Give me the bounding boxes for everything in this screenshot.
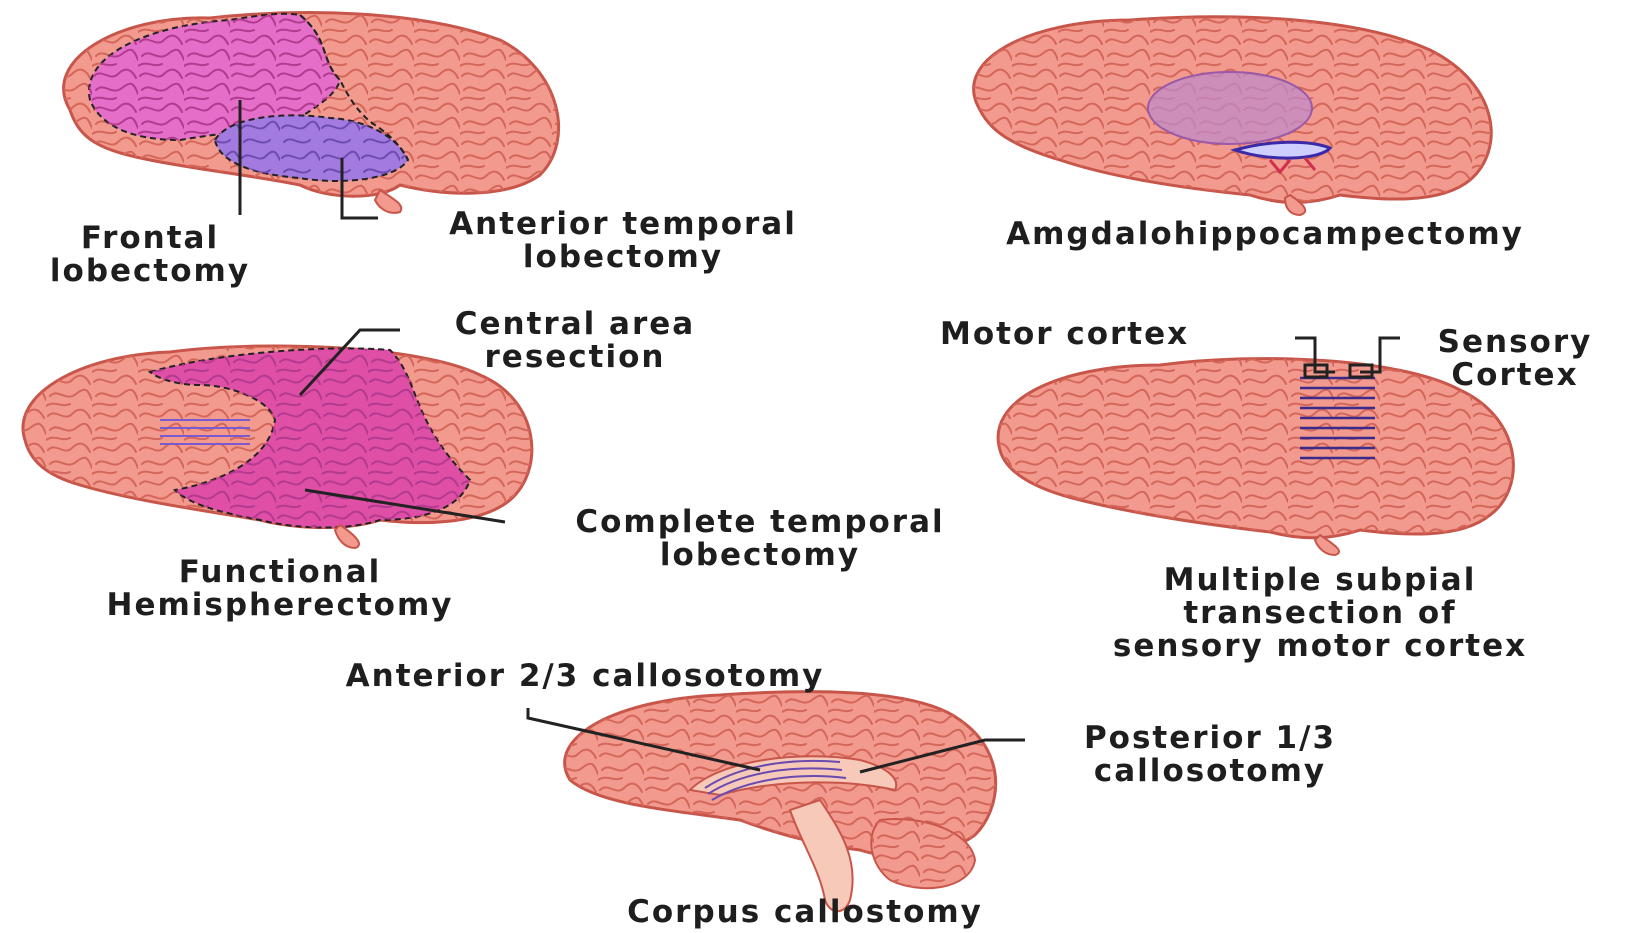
label-multiple-subpial-transection: Multiple subpial transection of sensory … (1020, 564, 1620, 663)
label-motor-cortex: Motor cortex (940, 318, 1280, 351)
label-amygdalohippocampectomy: Amgdalohippocampectomy (895, 218, 1635, 251)
label-corpus-callostomy: Corpus callostomy (545, 896, 1065, 929)
brain-corpus-callosotomy (565, 692, 996, 912)
label-functional-hemispherectomy: Functional Hemispherectomy (30, 556, 530, 622)
label-posterior-callosotomy: Posterior 1/3 callosotomy (1025, 722, 1395, 788)
label-sensory-cortex: Sensory Cortex (1400, 326, 1630, 392)
label-anterior-callosotomy: Anterior 2/3 callosotomy (250, 660, 920, 693)
label-anterior-temporal-lobectomy: Anterior temporal lobectomy (388, 208, 858, 274)
brain-frontal-lobectomy (64, 13, 559, 213)
label-central-area-resection: Central area resection (405, 308, 745, 374)
label-frontal-lobectomy: Frontal lobectomy (10, 222, 290, 288)
brain-functional-hemispherectomy (23, 346, 532, 548)
brain-amygdalohippocampectomy (974, 17, 1492, 215)
label-complete-temporal-lobectomy: Complete temporal lobectomy (505, 506, 1015, 572)
